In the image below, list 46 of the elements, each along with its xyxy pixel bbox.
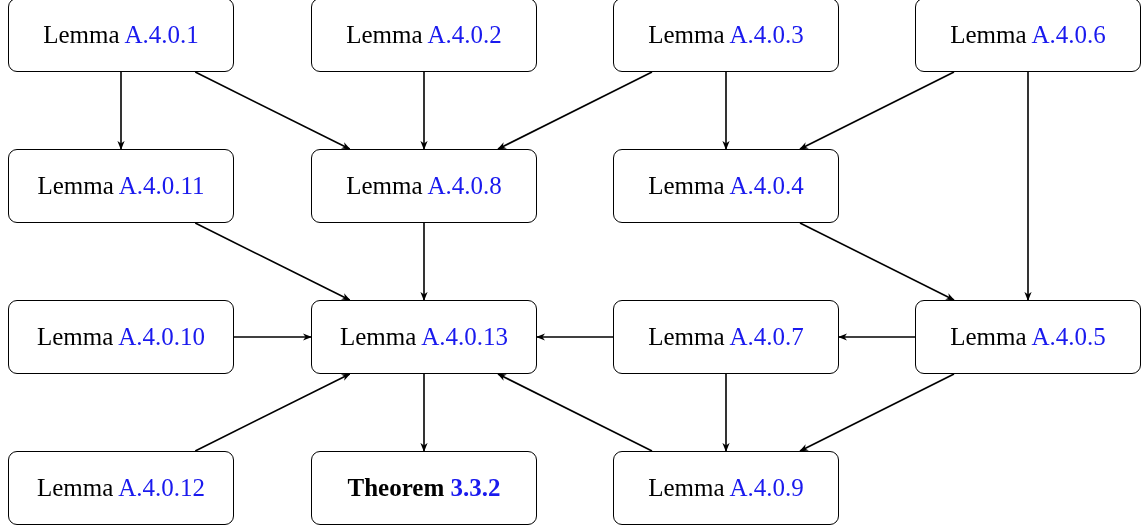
node-label: Lemma A.4.0.12 [36,474,205,502]
arrow [536,333,614,341]
lemma-box [915,300,1141,374]
lemma-box [613,300,839,374]
node-label: Lemma A.4.0.13 [339,323,508,351]
lemma-box [311,0,537,72]
node-label: Lemma A.4.0.4 [648,172,804,200]
arrow [722,71,730,150]
lemma-box [8,149,234,223]
node-label: Lemma A.4.0.1 [43,21,199,49]
arrow [722,373,730,452]
arrow [799,71,955,150]
lemma-box [8,451,234,525]
arrow [194,222,351,301]
node-label: Lemma A.4.0.11 [37,172,205,200]
lemma-box [311,300,537,374]
node-label: Lemma A.4.0.5 [950,323,1106,351]
lemma-box [8,0,234,72]
node-label: Theorem 3.3.2 [347,474,501,502]
arrow [420,373,428,452]
arrow [497,373,653,452]
node-label: Lemma A.4.0.6 [950,21,1106,49]
node-label: Lemma A.4.0.9 [648,474,804,502]
arrow [420,222,428,301]
arrow [497,71,653,150]
arrow [1024,71,1032,301]
node-label: Lemma A.4.0.7 [648,323,804,351]
lemma-box [8,300,234,374]
node-label: Lemma A.4.0.2 [346,21,502,49]
lemma-box [613,0,839,72]
arrow [420,71,428,150]
lemma-box [915,0,1141,72]
arrow [194,373,351,452]
lemma-box [613,451,839,525]
arrow [194,71,351,150]
lemma-box [311,149,537,223]
arrow [117,71,125,150]
arrow [838,333,916,341]
arrow [233,333,312,341]
lemma-box [613,149,839,223]
node-label: Lemma A.4.0.8 [346,172,502,200]
node-label: Lemma A.4.0.3 [648,21,804,49]
arrow [799,373,955,452]
node-label: Lemma A.4.0.10 [36,323,205,351]
arrow [799,222,955,301]
theorem-box [311,451,537,525]
